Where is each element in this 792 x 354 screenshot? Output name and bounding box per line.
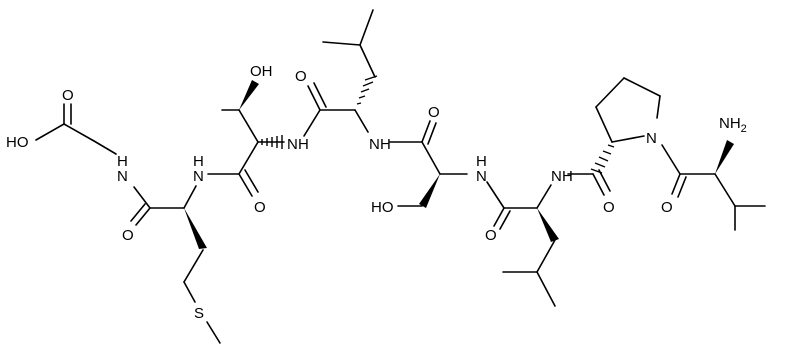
atom-h-met: H (193, 153, 204, 170)
bond-val-co-double-b (677, 176, 687, 198)
atom-hydroxyl-thr: OH (250, 63, 273, 80)
bond-met-ca-n (183, 185, 197, 209)
bond-val-ca-cb (714, 173, 736, 207)
bond-leu1-cg-cd1 (359, 9, 374, 46)
atom-nh-leu1: N (369, 136, 380, 153)
atom-h-leu2: H (562, 168, 573, 185)
atom-sulfur: S (194, 305, 204, 322)
bond-n-ser-c-leu2 (486, 181, 505, 209)
bond-thr-ca-cb (238, 109, 259, 143)
bond-thr-co-double-a (238, 173, 253, 197)
bond-leu1-co-double-a (307, 85, 321, 111)
hash-leu1-ca-cb (356, 75, 378, 105)
atom-hydroxyl-acid: HO (6, 134, 29, 151)
bond-leu2-cb-cg (536, 239, 556, 273)
bond-leu2-ca-n (536, 184, 552, 209)
atom-amine-val: NH2 (719, 115, 747, 135)
atom-labels: HO O N H O N H S OH O N H O N H O HO N H… (6, 63, 747, 322)
bond-pro-ring-cb-cg (595, 77, 625, 108)
bond-leu1-co-double-b (313, 82, 327, 108)
atom-nh-leu2: N (551, 168, 562, 185)
atom-carbonyl-met: O (122, 227, 134, 244)
atom-h-gly: H (117, 153, 128, 170)
atom-nh-thr: N (287, 136, 298, 153)
bond-val-co-double-a (671, 173, 681, 195)
atom-carbonyl-thr: O (254, 199, 266, 216)
bond-met-cg-s (183, 281, 196, 303)
atom-nh-ser: N (476, 168, 487, 185)
bond-leu1-cb-cg (359, 44, 376, 78)
bond-pro-n-c-val (661, 144, 681, 175)
bond-leu2-co-double-b (499, 210, 511, 230)
bond-leu2-cg-cd1 (536, 271, 556, 307)
bond-ser-co-double-b (427, 122, 437, 145)
stereo-bonds (184, 75, 734, 249)
atom-n-pro: N (646, 130, 657, 147)
atom-nh-met: N (193, 168, 204, 185)
atom-amine-val-subscript: 2 (741, 123, 747, 135)
bond-met-cb-cg (183, 249, 204, 283)
bond-ser-co-double-a (421, 120, 431, 143)
bond-pro-co-double-a (592, 173, 605, 196)
bond-n-thr-c-leu1 (303, 109, 321, 137)
wedge-met-ca-cb (184, 208, 207, 249)
bond-acid-ch2 (63, 123, 95, 142)
wedge-thr-cb-oh (239, 80, 259, 110)
wedge-val-ca-n (715, 140, 734, 174)
atom-carbonyl-ser: O (428, 104, 440, 121)
atom-h-leu1: H (380, 136, 391, 153)
hash-pro-ca-c (590, 144, 615, 174)
bond-leu1-cg-cd2 (322, 41, 361, 46)
wedge-leu2-ca-cb (537, 208, 559, 242)
bond-met-co-double-a (135, 207, 151, 226)
bond-pro-ring-n-ca (611, 135, 645, 143)
atom-carbonyl-val: O (661, 199, 673, 216)
bond-leu1-ca-n (354, 109, 369, 133)
bond-met-co-double-b (130, 203, 146, 222)
atom-carbonyl-acid: O (62, 87, 74, 104)
atom-carbonyl-leu1: O (295, 68, 307, 85)
bond-pro-ring-ca-cb (595, 106, 613, 143)
atom-carbonyl-leu2: O (485, 227, 497, 244)
bond-ch2-n-gly (93, 140, 117, 155)
bond-pro-co-double-b (598, 169, 611, 192)
atom-h-thr: H (298, 136, 309, 153)
bond-acid-oh (35, 123, 65, 141)
bond-leu2-co-double-a (493, 207, 505, 227)
bond-n-gly-c (133, 186, 151, 209)
atom-nh-gly: N (117, 168, 128, 185)
wedge-ser-ca-cb (419, 174, 440, 208)
bond-met-s-ch3 (206, 321, 221, 344)
atom-amine-val-main: NH (719, 115, 741, 132)
bond-thr-c-ca (238, 141, 259, 175)
atom-h-ser: H (476, 153, 487, 170)
bonds (35, 9, 766, 344)
hash-thr-ca-n (261, 135, 283, 149)
atom-hydroxyl-ser: HO (371, 199, 394, 216)
bond-thr-co-double-b (244, 169, 259, 193)
bond-pro-ring-cg-cd (623, 77, 661, 97)
bond-pro-ring-cd-n (656, 95, 661, 119)
atom-carbonyl-pro: O (603, 199, 615, 216)
bond-ser-c-ca (421, 141, 441, 175)
